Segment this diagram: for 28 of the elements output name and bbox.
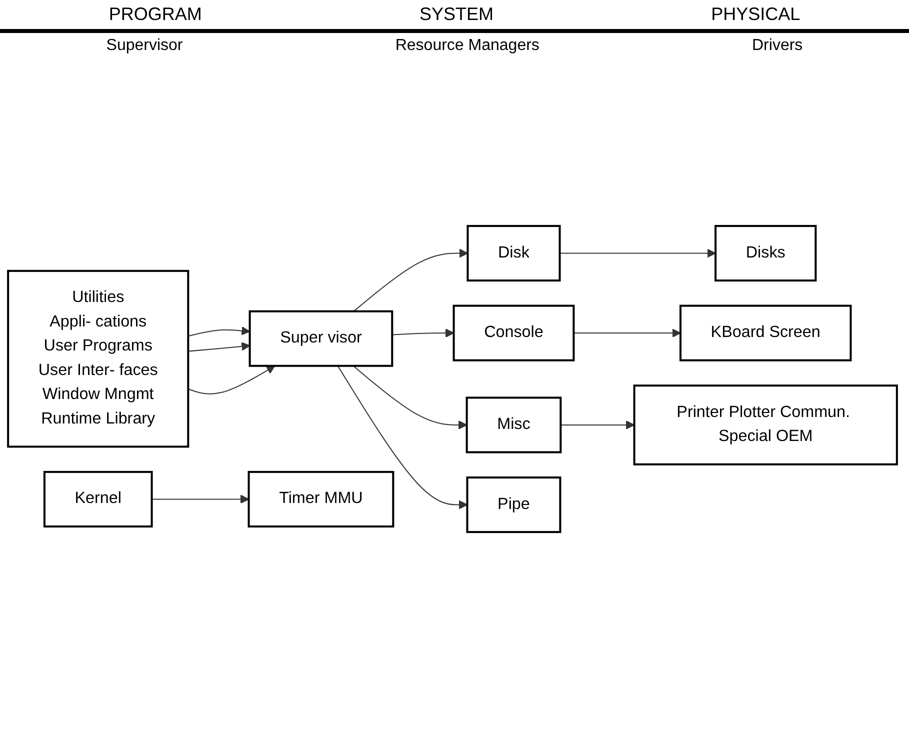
node-box: Disk [466, 224, 561, 282]
node-box: Super visor [248, 310, 394, 367]
column-heading: PROGRAM [108, 4, 202, 25]
node-box: Timer MMU [248, 470, 394, 528]
arrow [188, 342, 250, 352]
arrow [337, 366, 468, 510]
arrow [574, 328, 681, 338]
arrow [188, 326, 250, 337]
column-subheading: Resource Managers [395, 37, 540, 55]
node-box: Console [452, 304, 575, 362]
node-box: Utilities Appli- cations User Programs User Inter- faces Window Mngmt Runtime Library [7, 270, 190, 448]
arrow [392, 328, 454, 338]
node-box: Misc [466, 396, 562, 454]
arrow [152, 494, 250, 504]
column-heading: SYSTEM [419, 4, 494, 25]
arrow [560, 248, 716, 258]
node-box: Disks [714, 224, 817, 282]
column-heading: PHYSICAL [711, 4, 800, 25]
node-box: Kernel [43, 470, 153, 528]
arrow [560, 420, 635, 430]
arrow [353, 248, 468, 312]
node-box: Pipe [466, 476, 562, 534]
column-subheading: Drivers [752, 37, 803, 55]
node-box: Printer Plotter Commun. Special OEM [633, 384, 898, 466]
column-subheading: Supervisor [106, 37, 183, 55]
arrow [353, 365, 468, 430]
node-box: KBoard Screen [679, 304, 852, 362]
arrow [188, 365, 276, 394]
